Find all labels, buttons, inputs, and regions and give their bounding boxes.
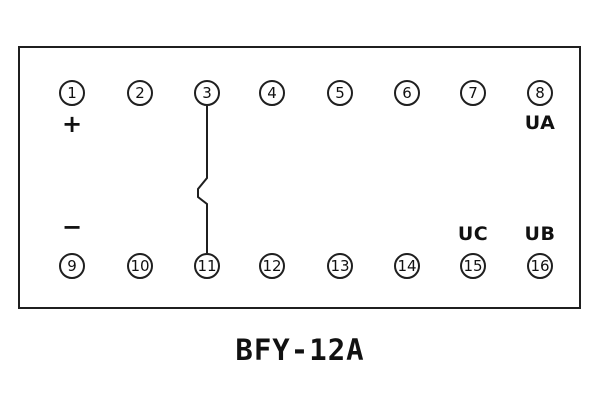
uc-label: UC	[457, 223, 489, 245]
terminal-8: 8	[527, 80, 553, 106]
terminal-4: 4	[259, 80, 285, 106]
terminal-block-frame	[18, 46, 581, 309]
terminal-2: 2	[127, 80, 153, 106]
terminal-10: 10	[127, 253, 153, 279]
terminal-5: 5	[327, 80, 353, 106]
terminal-16: 16	[527, 253, 553, 279]
terminal-12: 12	[259, 253, 285, 279]
polarity-plus-label: +	[61, 110, 83, 138]
terminal-9: 9	[59, 253, 85, 279]
terminal-11: 11	[194, 253, 220, 279]
terminal-13: 13	[327, 253, 353, 279]
terminal-7: 7	[460, 80, 486, 106]
terminal-15: 15	[460, 253, 486, 279]
terminal-3: 3	[194, 80, 220, 106]
polarity-minus-label: −	[61, 213, 83, 241]
terminal-1: 1	[59, 80, 85, 106]
terminal-14: 14	[394, 253, 420, 279]
model-title: BFY-12A	[235, 333, 365, 367]
terminal-6: 6	[394, 80, 420, 106]
ua-label: UA	[524, 112, 556, 134]
ub-label: UB	[524, 223, 556, 245]
